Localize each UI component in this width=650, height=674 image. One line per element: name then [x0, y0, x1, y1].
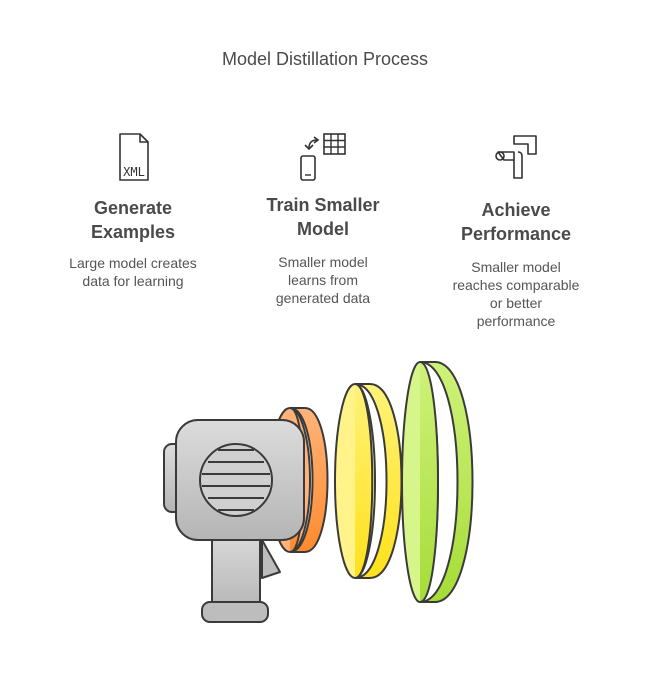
step-heading: Train Smaller Model	[266, 195, 380, 239]
step-description: Large model creates data for learning	[69, 255, 197, 289]
step-generate-examples: XML Generate Examples Large model create…	[48, 132, 218, 290]
megaphone-body	[163, 419, 305, 623]
yellow-wave	[334, 383, 403, 579]
svg-text:XML: XML	[123, 165, 145, 179]
step-heading: Achieve Performance	[460, 200, 572, 244]
step-achieve-performance: Achieve Performance Smaller model reache…	[431, 132, 601, 330]
xml-file-icon: XML	[119, 133, 149, 181]
page-title: Model Distillation Process	[221, 49, 429, 69]
green-wave	[401, 361, 474, 603]
megaphone-illustration	[163, 361, 474, 623]
step-description: Smaller model learns from generated data	[275, 254, 371, 306]
device-transfer-table-icon	[300, 133, 346, 181]
step-description: Smaller model reaches comparable or bett…	[452, 259, 580, 329]
step-heading: Generate Examples	[90, 198, 176, 242]
step-train-smaller-model: Train Smaller Model Smaller model learns…	[238, 132, 408, 307]
path-route-icon	[495, 135, 537, 179]
